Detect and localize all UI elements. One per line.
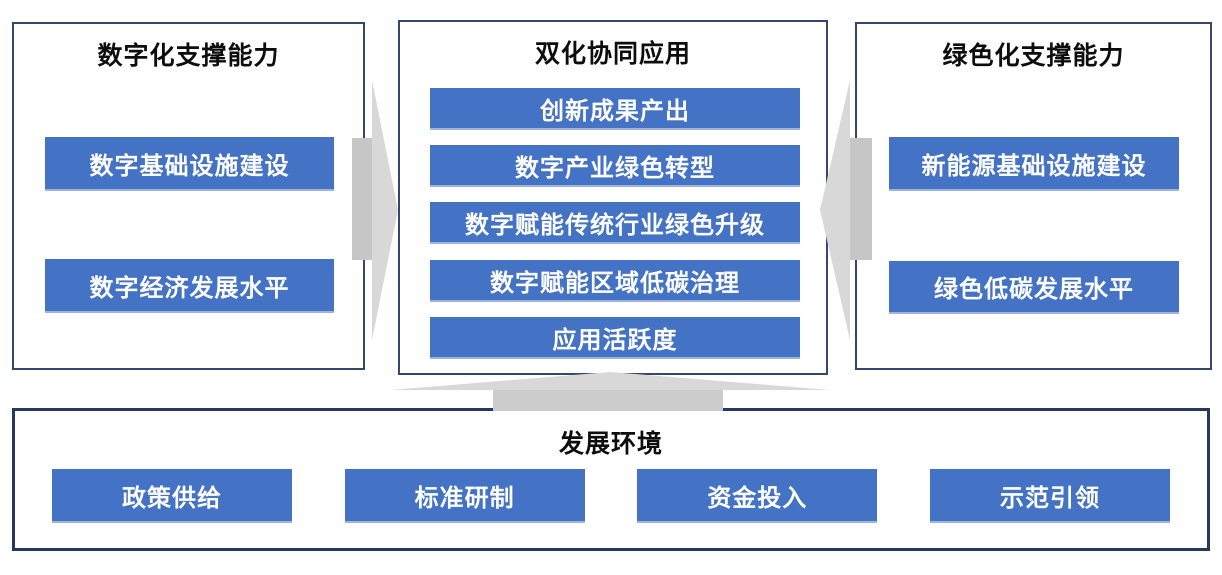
item-digital-economy-level: 数字经济发展水平 bbox=[45, 259, 334, 313]
environment-items-row: 政策供给 标准研制 资金投入 示范引领 bbox=[52, 469, 1170, 523]
item-new-energy-infrastructure: 新能源基础设施建设 bbox=[889, 137, 1179, 191]
item-digital-enabled-regional-low-carbon-governance: 数字赋能区域低碳治理 bbox=[430, 260, 800, 302]
item-innovation-output: 创新成果产出 bbox=[430, 88, 800, 130]
item-digital-infrastructure: 数字基础设施建设 bbox=[45, 137, 334, 191]
arrow-up-icon bbox=[390, 372, 830, 411]
panel-development-environment-title: 发展环境 bbox=[558, 430, 663, 458]
item-digital-industry-green-transition: 数字产业绿色转型 bbox=[430, 145, 800, 187]
panel-development-environment: 发展环境 政策供给 标准研制 资金投入 示范引领 bbox=[12, 408, 1210, 551]
item-green-low-carbon-level: 绿色低碳发展水平 bbox=[889, 261, 1179, 314]
item-demonstration-leading: 示范引领 bbox=[929, 469, 1170, 523]
panel-green-support-title: 绿色化支撑能力 bbox=[942, 42, 1125, 70]
item-application-activity: 应用活跃度 bbox=[430, 317, 800, 359]
panel-digital-support-title: 数字化支撑能力 bbox=[97, 42, 280, 70]
panel-green-support: 绿色化支撑能力 新能源基础设施建设 绿色低碳发展水平 bbox=[855, 22, 1212, 370]
item-standards-development: 标准研制 bbox=[344, 469, 585, 523]
item-digital-enabled-traditional-industry-green-upgrade: 数字赋能传统行业绿色升级 bbox=[430, 202, 800, 244]
arrow-left-icon bbox=[820, 80, 872, 340]
panel-dual-synergy-applications: 双化协同应用 创新成果产出 数字产业绿色转型 数字赋能传统行业绿色升级 数字赋能… bbox=[398, 20, 828, 375]
panel-dual-synergy-title: 双化协同应用 bbox=[534, 40, 691, 68]
panel-digital-support: 数字化支撑能力 数字基础设施建设 数字经济发展水平 bbox=[12, 22, 365, 370]
item-funding-investment: 资金投入 bbox=[637, 469, 878, 523]
arrow-right-icon bbox=[352, 80, 398, 340]
item-policy-supply: 政策供给 bbox=[52, 469, 292, 523]
